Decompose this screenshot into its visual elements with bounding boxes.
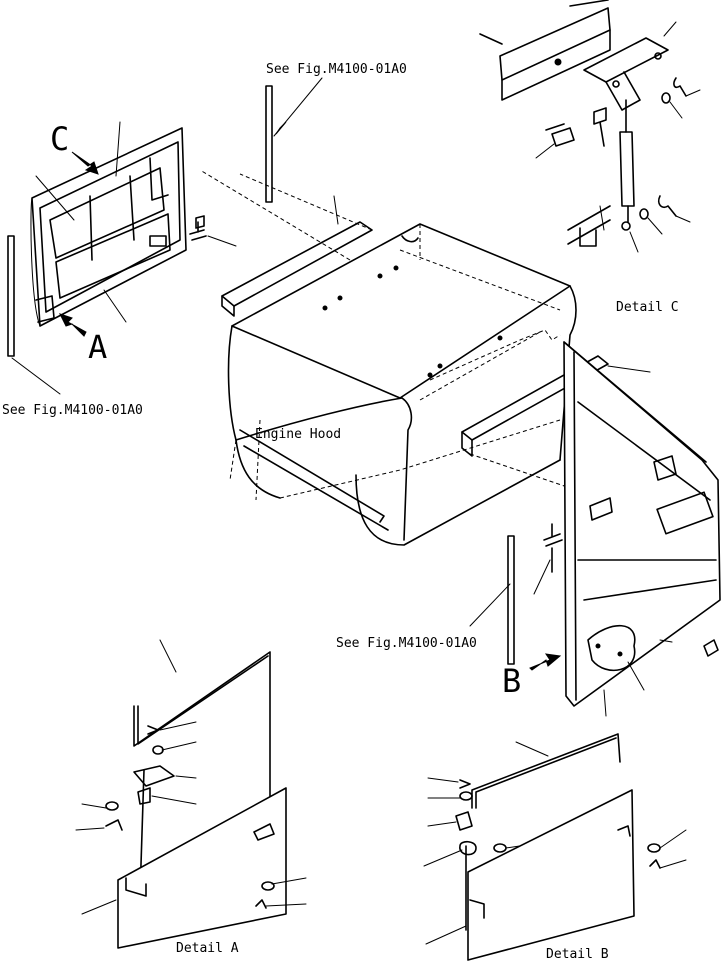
engine-hood-label: Engine Hood [255, 427, 341, 442]
left-side-door [30, 121, 237, 327]
left-support-rod [7, 235, 61, 395]
detail-c-label: Detail C [616, 300, 679, 315]
view-letter-c: C [50, 120, 69, 158]
detail-a-label: Detail A [176, 941, 239, 956]
detail-a-group [75, 639, 307, 949]
view-arrow-b [529, 653, 562, 671]
top-support-rod [265, 77, 323, 203]
right-side-door [533, 341, 721, 717]
ref-label-left: See Fig.M4100-01A0 [2, 403, 143, 418]
view-letter-b: B [502, 662, 521, 700]
detail-b-group [423, 733, 687, 961]
view-letter-a: A [88, 328, 107, 366]
ref-label-top: See Fig.M4100-01A0 [266, 62, 407, 77]
engine-hood [227, 223, 577, 546]
view-arrow-c [71, 151, 99, 175]
detail-c-group [479, 0, 701, 253]
weather-strip-upper [221, 195, 373, 317]
ref-label-bottom: See Fig.M4100-01A0 [336, 636, 477, 651]
right-support-rod [469, 535, 515, 665]
detail-b-label: Detail B [546, 947, 609, 961]
view-arrow-a [59, 313, 87, 337]
